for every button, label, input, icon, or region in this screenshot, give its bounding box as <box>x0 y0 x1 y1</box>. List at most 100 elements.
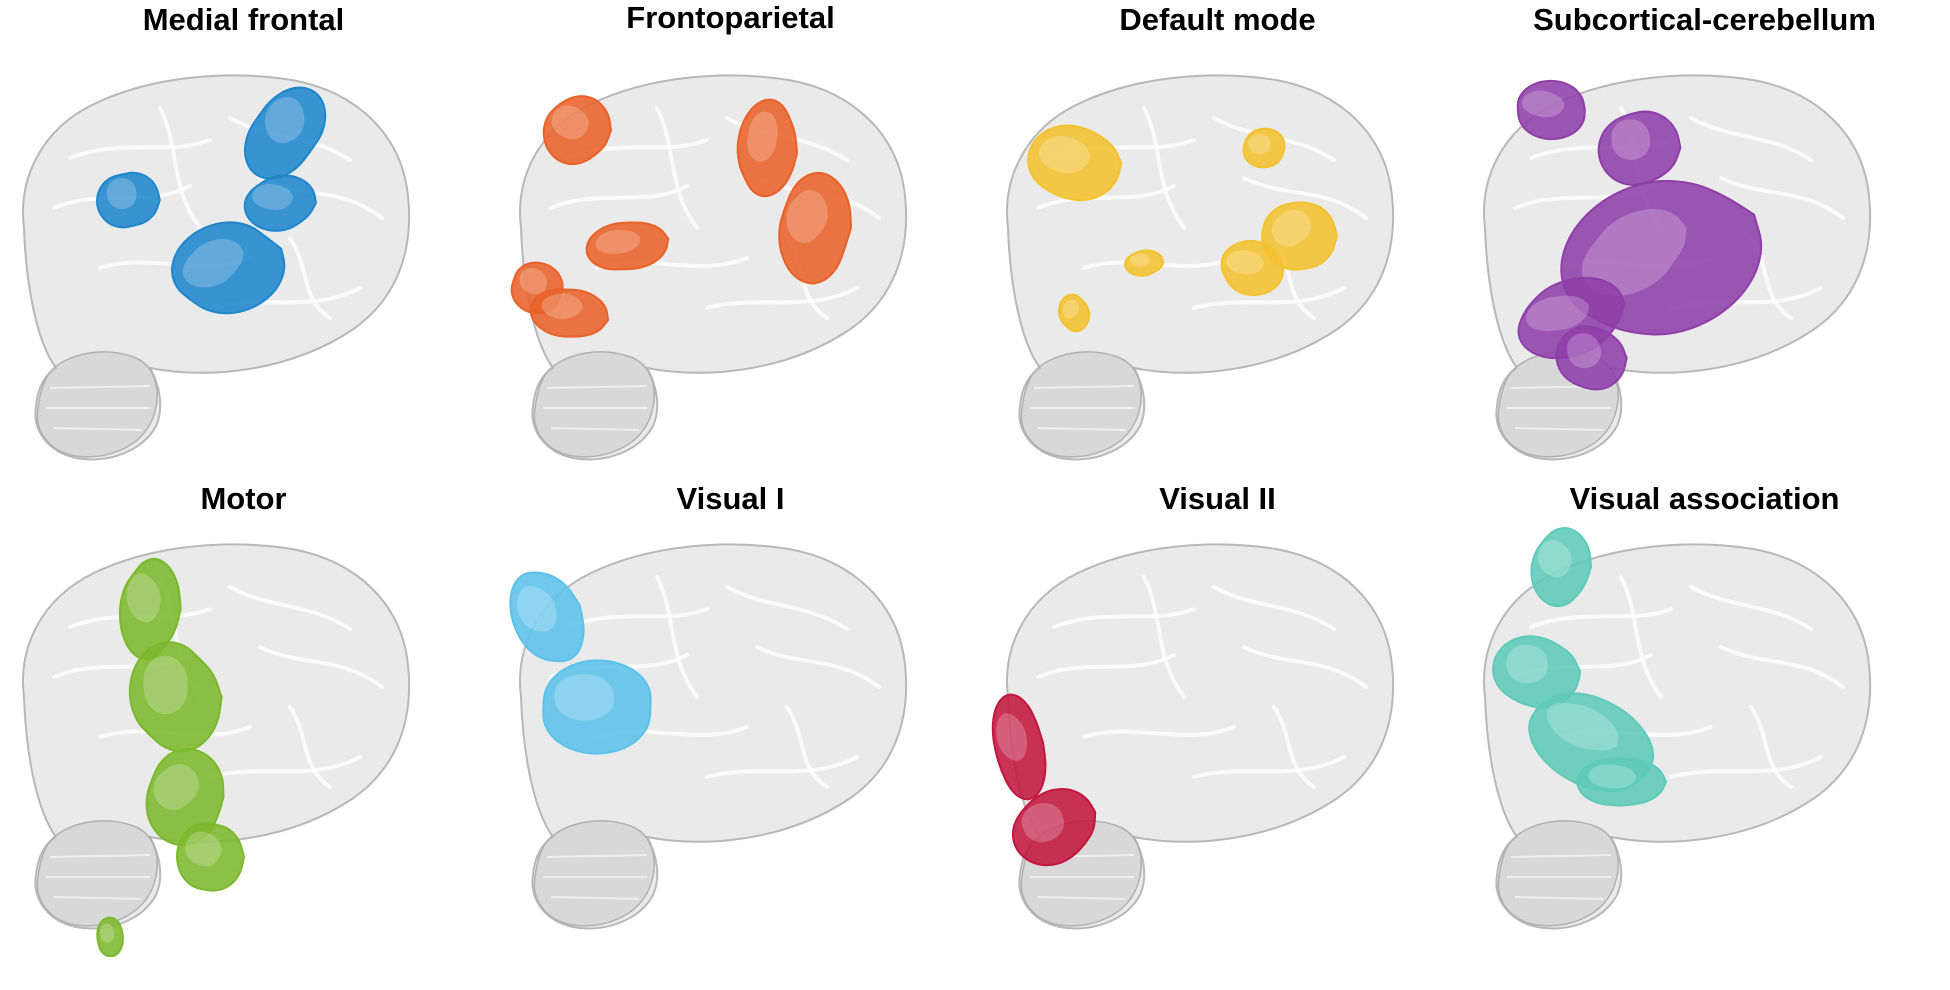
panel-visual-1: Visual I <box>487 481 974 990</box>
brain-group <box>22 74 411 461</box>
region-highlight <box>252 183 294 210</box>
region-fill <box>585 221 670 271</box>
region-fill <box>1516 79 1586 141</box>
region-highlight <box>106 178 137 210</box>
network-region <box>1597 110 1682 186</box>
brain-gyrus <box>1619 575 1663 699</box>
cerebellum-fold <box>546 854 648 858</box>
region-fill <box>529 288 610 338</box>
region-fill <box>1220 239 1285 296</box>
network-region <box>1576 757 1668 807</box>
region-highlight <box>153 764 200 810</box>
network-region <box>1492 635 1582 709</box>
network-region <box>542 659 652 755</box>
network-region <box>1058 293 1091 333</box>
region-highlight <box>264 96 305 144</box>
region-highlight <box>1062 299 1080 319</box>
region-highlight <box>1021 802 1065 843</box>
brain-gyrus <box>1242 645 1368 689</box>
region-highlight <box>541 293 583 319</box>
brain-gyrus <box>1272 705 1316 789</box>
panel-title: Medial frontal <box>142 2 345 37</box>
region-highlight <box>516 586 557 632</box>
panel-subcortical-cerebellum: Subcortical-cerebellum <box>1461 0 1948 495</box>
region-highlight <box>1271 209 1312 247</box>
region-highlight <box>595 230 641 254</box>
panel-title: Subcortical-cerebellum <box>1533 2 1876 37</box>
region-highlight <box>519 268 547 295</box>
network-region <box>1261 201 1339 271</box>
brain-group <box>1483 74 1872 461</box>
brain-group <box>22 543 411 957</box>
brain-gyrus <box>1142 575 1186 699</box>
network-region <box>176 822 246 892</box>
brain-gyrus <box>1242 176 1368 220</box>
brain-gyrus <box>1669 755 1823 779</box>
network-region <box>1555 325 1628 391</box>
region-fill <box>171 221 286 315</box>
cerebellum-fold <box>546 385 648 389</box>
brain-group <box>510 74 908 461</box>
brain-gyrus <box>1082 725 1236 739</box>
brain-render-subcortical-cerebellum <box>1483 74 1872 461</box>
region-fill <box>991 693 1047 801</box>
network-region <box>542 95 613 166</box>
brain-render-visual-1 <box>509 543 908 930</box>
panel-title: Visual association <box>1569 481 1840 516</box>
network-region <box>1242 127 1286 169</box>
brain-group <box>1006 74 1395 461</box>
region-highlight <box>1588 764 1637 789</box>
region-highlight <box>1566 333 1601 369</box>
region-highlight <box>1526 295 1590 332</box>
cerebellum-fold <box>49 854 151 858</box>
cerebellum-fold <box>550 427 640 431</box>
network-region <box>145 748 225 847</box>
brain-group <box>1483 527 1872 930</box>
brain-gyrus <box>1036 184 1176 210</box>
region-fill <box>1027 124 1123 202</box>
panel-title: Visual II <box>1159 481 1276 516</box>
brain-gyrus <box>655 575 699 699</box>
network-region <box>991 693 1047 801</box>
brain-gyrus <box>228 585 352 631</box>
cerebellum-fold <box>1514 896 1604 900</box>
region-highlight <box>1546 702 1619 751</box>
region-highlight <box>1537 539 1572 578</box>
region-fill <box>542 659 652 755</box>
region-fill <box>1011 788 1097 867</box>
network-region <box>243 86 327 180</box>
network-region <box>1124 249 1165 277</box>
network-region <box>243 174 317 232</box>
region-fill <box>1058 293 1091 333</box>
cerebellum-fold <box>1514 427 1604 431</box>
brain-gyrus <box>1212 585 1336 631</box>
region-highlight <box>185 831 222 867</box>
network-region <box>1011 788 1097 867</box>
region-highlight <box>1506 644 1548 684</box>
panel-visual-association: Visual association <box>1461 481 1948 990</box>
region-fill <box>176 822 246 892</box>
brain-group <box>509 543 908 930</box>
brain-render-frontoparietal <box>510 74 908 461</box>
network-region <box>1530 527 1593 608</box>
panel-title: Visual I <box>676 481 785 516</box>
region-fill <box>96 171 161 229</box>
region-fill <box>542 95 613 166</box>
panel-title: Frontoparietal <box>626 0 835 35</box>
region-fill <box>243 174 317 232</box>
region-highlight <box>551 105 589 140</box>
region-highlight <box>1039 135 1091 174</box>
brain-gyrus <box>1142 106 1186 230</box>
network-region <box>118 557 182 661</box>
brain-gyrus <box>1689 116 1813 162</box>
region-fill <box>1124 249 1165 277</box>
brain-gyrus <box>158 106 202 230</box>
brain-gyrus <box>258 645 384 689</box>
panel-motor: Motor <box>0 481 487 990</box>
brain-group <box>991 543 1395 930</box>
brain-gyrus <box>288 705 332 789</box>
brain-gyrus <box>1689 585 1813 631</box>
region-highlight <box>1582 209 1687 296</box>
brain-gyrus <box>1719 176 1845 220</box>
region-highlight <box>182 238 244 288</box>
